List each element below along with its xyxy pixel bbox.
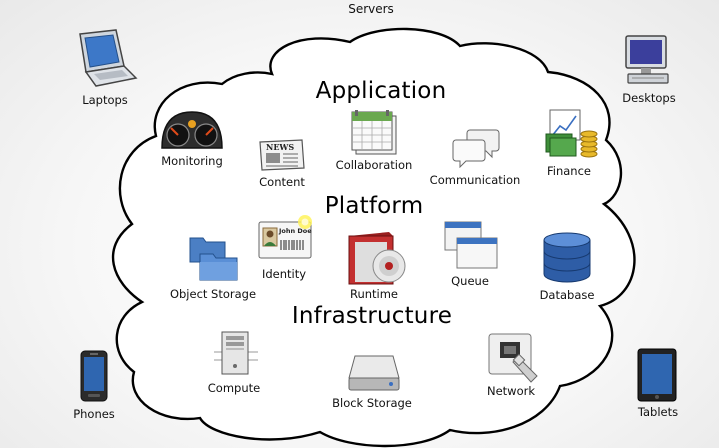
identity-label: Identity (261, 267, 307, 281)
database-icon (542, 232, 592, 284)
newspaper-icon: NEWS (258, 138, 306, 172)
server-tower-icon (214, 330, 258, 376)
network-port-icon (487, 332, 539, 384)
servers-title: Servers (348, 2, 394, 16)
news-masthead: NEWS (266, 142, 294, 152)
hard-drive-icon (347, 352, 401, 394)
phone-icon (80, 350, 108, 402)
application-heading: Application (315, 78, 447, 104)
software-box-icon (347, 230, 407, 286)
compute-label: Compute (207, 381, 261, 395)
folders-icon (187, 232, 241, 282)
content-label: Content (259, 175, 305, 189)
desktop-icon (624, 34, 674, 86)
infrastructure-heading: Infrastructure (291, 303, 453, 329)
windows-stack-icon (443, 220, 499, 270)
network-label: Network (486, 384, 536, 398)
speedometer-icon (159, 108, 225, 152)
phones-label: Phones (73, 407, 115, 421)
database-label: Database (539, 288, 595, 302)
platform-heading: Platform (324, 193, 424, 219)
desktops-label: Desktops (622, 91, 676, 105)
tablet-icon (637, 348, 677, 402)
block-storage-label: Block Storage (332, 396, 412, 410)
laptops-label: Laptops (82, 93, 128, 107)
collaboration-label: Collaboration (335, 158, 413, 172)
communication-label: Communication (429, 173, 521, 187)
id-name: John Doe (278, 227, 312, 235)
chat-bubbles-icon (452, 128, 500, 168)
id-badge-icon: John Doe (257, 214, 315, 262)
queue-label: Queue (451, 274, 489, 288)
monitoring-label: Monitoring (161, 154, 223, 168)
finance-chart-icon (544, 108, 598, 160)
finance-label: Finance (547, 164, 591, 178)
object-storage-label: Object Storage (169, 287, 257, 301)
tablets-label: Tablets (637, 405, 679, 419)
laptop-icon (74, 28, 138, 88)
runtime-label: Runtime (349, 287, 399, 301)
calendar-icon (350, 110, 400, 156)
